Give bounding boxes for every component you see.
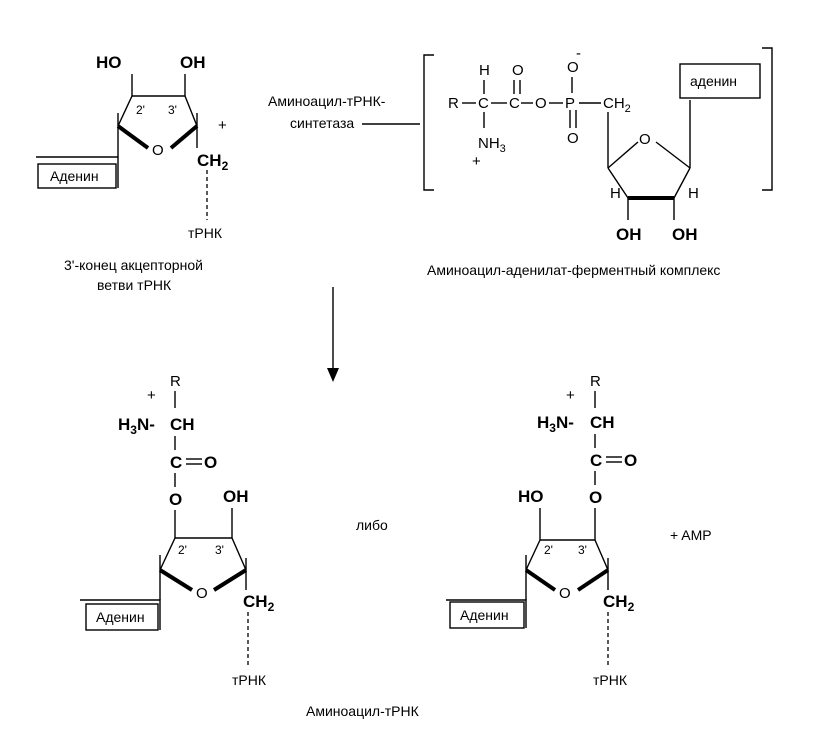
phosphorus: P	[565, 95, 575, 112]
plus-charge: +	[218, 117, 227, 134]
ring-oxygen: O	[559, 585, 571, 602]
r-group: R	[590, 373, 601, 390]
adenine-box	[679, 63, 761, 99]
ch-label: CH	[170, 415, 195, 434]
h3n-label: H3N-	[537, 413, 574, 435]
bond	[159, 537, 176, 571]
bond	[607, 141, 639, 169]
bond	[607, 167, 629, 199]
r-group: R	[170, 373, 181, 390]
bond	[117, 95, 133, 127]
reactant1-caption-line1: 3'-конец акцепторной	[64, 257, 203, 273]
phosphate-oxygen-bottom: O	[567, 130, 579, 147]
adenine-label: Аденин	[50, 168, 99, 184]
bond	[673, 167, 691, 199]
base-bracket	[36, 156, 119, 188]
enzyme-name-line1: Аминоацил-тРНК-	[268, 93, 386, 109]
base-bracket	[80, 599, 161, 630]
carbonyl-carbon: C	[509, 95, 520, 112]
adenine-label: Аденин	[96, 609, 145, 625]
oh-right: OH	[672, 225, 698, 244]
r-group: R	[448, 95, 459, 112]
plus-amp-label: + AMP	[670, 527, 712, 543]
bond	[524, 568, 557, 592]
oh-right-label: OH	[180, 53, 206, 72]
h-left: H	[610, 185, 621, 202]
bond	[184, 95, 198, 127]
ho-label: HO	[518, 487, 544, 506]
h-atom: H	[479, 62, 490, 79]
product-2-ester-structure: + R H3N- CH C O O OH O 2' 3' CH2 тРНК Ад…	[80, 373, 275, 688]
carbonyl-carbon: C	[170, 453, 182, 472]
bond	[594, 539, 609, 571]
phosphate-oxygen-top: O	[567, 59, 579, 76]
ch2-label: CH2	[603, 95, 631, 115]
oh-left: OH	[616, 225, 642, 244]
h-right: H	[688, 185, 699, 202]
trna-label: тРНК	[593, 672, 628, 688]
oh-label: OH	[223, 487, 249, 506]
carbonyl-oxygen: O	[204, 453, 217, 472]
link-oxygen: O	[589, 488, 602, 507]
h3n-label: H3N-	[118, 415, 155, 437]
ch2-label: CH2	[603, 592, 635, 614]
adenine-box	[449, 601, 525, 629]
plus-charge: +	[147, 387, 156, 404]
plus-charge: +	[566, 387, 575, 404]
ring-oxygen: O	[196, 585, 208, 602]
base-bracket	[446, 599, 527, 628]
ch2-label: CH2	[243, 592, 275, 614]
trna-label: тРНК	[188, 225, 223, 241]
bond	[212, 568, 248, 592]
adenine-box	[85, 603, 159, 631]
ester-oxygen: O	[535, 95, 547, 112]
complex-caption: Аминоацил-аденилат-ферментный комплекс	[427, 262, 720, 278]
ring-oxygen: O	[639, 131, 651, 148]
bond	[158, 568, 194, 592]
bond	[169, 124, 199, 150]
adenine-label: аденин	[690, 73, 737, 89]
bond	[525, 539, 541, 571]
plus-charge: +	[472, 153, 481, 170]
bond	[116, 124, 150, 150]
left-bracket	[423, 54, 434, 191]
ch-label: CH	[590, 413, 615, 432]
c3-label: 3'	[578, 543, 587, 557]
bond	[655, 141, 691, 169]
nh3-label: NH3	[478, 135, 506, 155]
c3-label: 3'	[168, 103, 177, 117]
bond	[231, 537, 247, 571]
right-bracket	[762, 47, 773, 191]
negative-charge: -	[576, 45, 581, 62]
adenine-box	[37, 163, 117, 189]
carbonyl-oxygen: O	[624, 451, 637, 470]
oh-left-label: HO	[96, 53, 122, 72]
or-label: либо	[356, 517, 388, 533]
c3-label: 3'	[215, 543, 224, 557]
carbonyl-oxygen: O	[512, 62, 524, 79]
trna-label: тРНК	[232, 672, 267, 688]
aminoacyl-adenylate-structure: R C H C O O P O - O CH2 NH3 + O H H	[448, 45, 761, 244]
bond	[576, 568, 610, 592]
c2-label: 2'	[178, 543, 187, 557]
enzyme-name-line2: синтетаза	[290, 115, 354, 131]
c2-label: 2'	[544, 543, 553, 557]
reaction-arrow-head	[327, 368, 339, 382]
link-oxygen: O	[169, 490, 182, 509]
adenine-label: Аденин	[460, 607, 509, 623]
ch2-label: CH2	[197, 151, 229, 173]
alpha-carbon: C	[478, 95, 489, 112]
carbonyl-carbon: C	[590, 451, 602, 470]
product-3-ester-structure: + R H3N- CH C O O HO O 2' 3' CH2 тРНК Ад…	[446, 373, 637, 688]
ring-oxygen: O	[152, 142, 164, 159]
c2-label: 2'	[136, 103, 145, 117]
bottom-caption: Аминоацил-тРНК	[306, 703, 420, 719]
reactant1-caption-line2: ветви тРНК	[97, 277, 172, 293]
trna-3-end-structure: HO OH O 2' 3' CH2 + тРНК Аденин	[36, 53, 229, 241]
